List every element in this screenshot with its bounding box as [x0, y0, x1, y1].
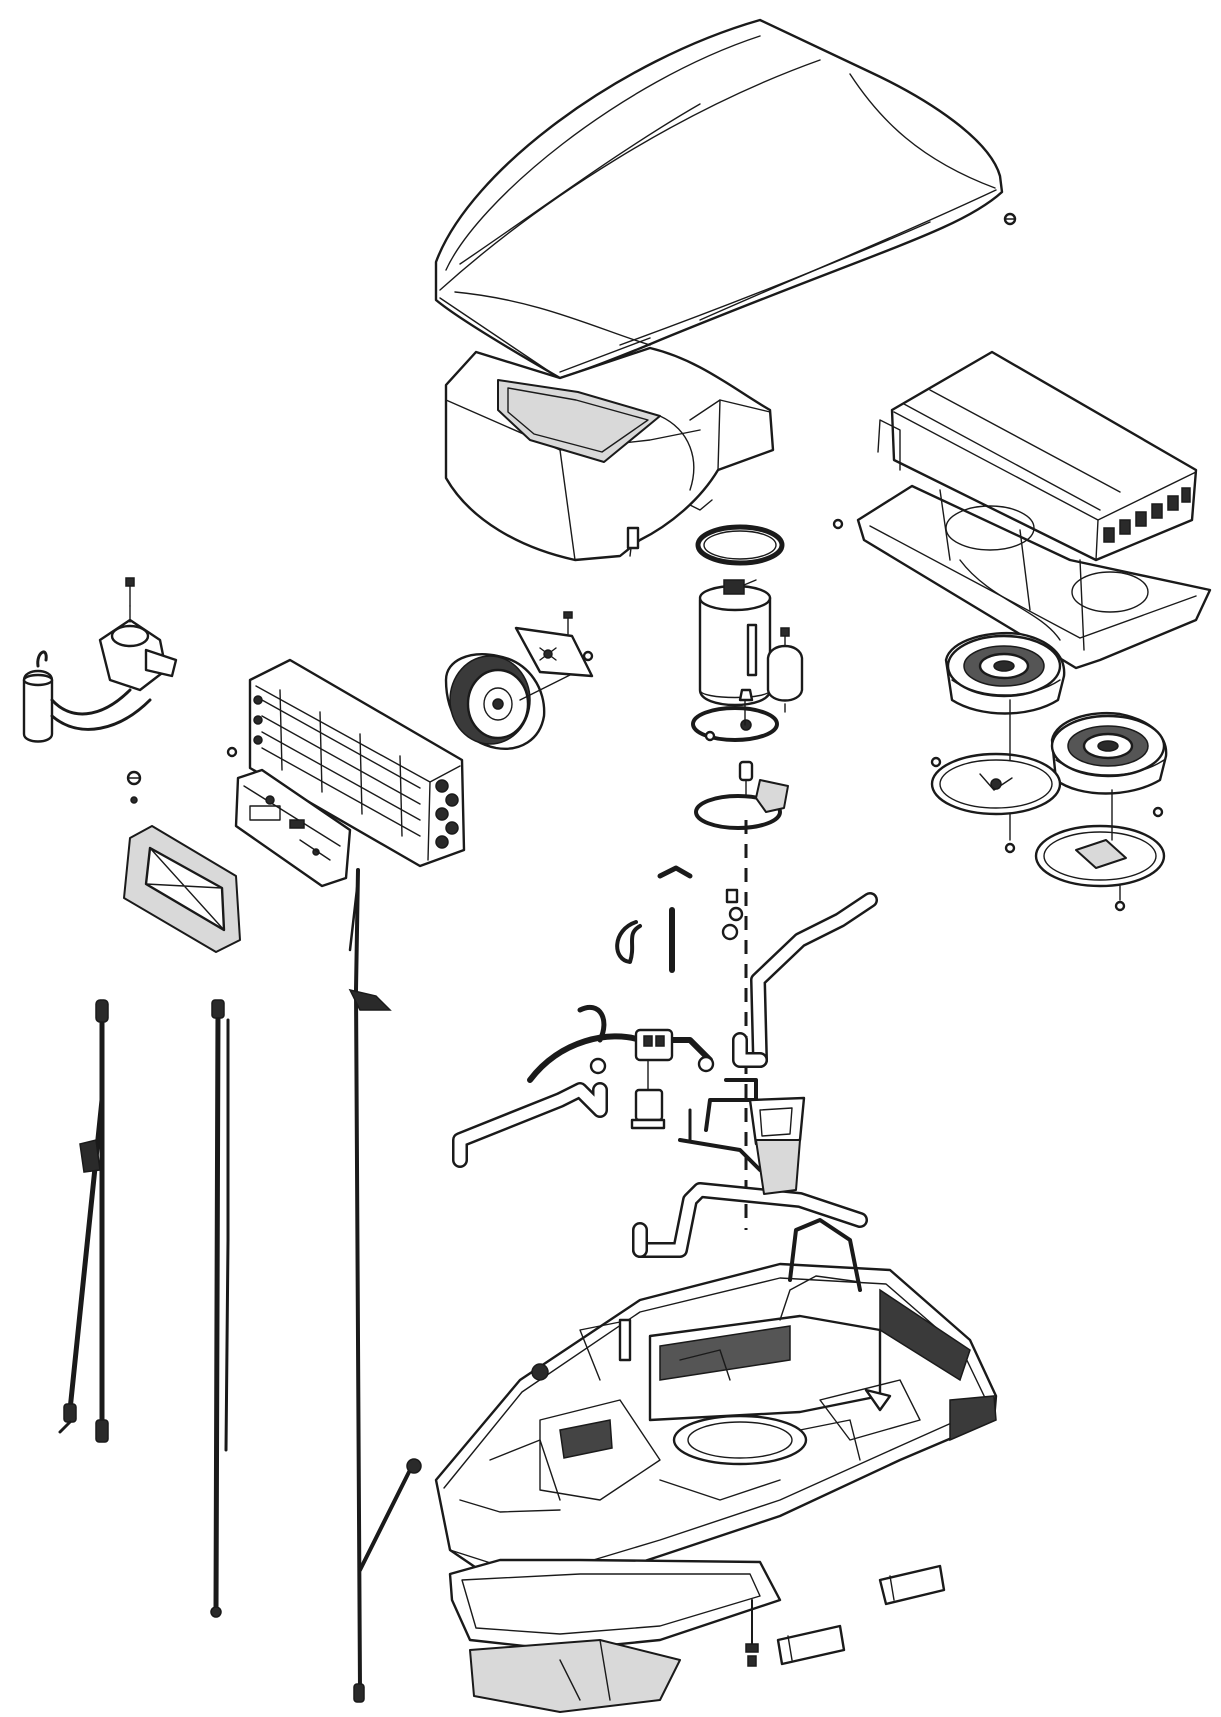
- condenser-fan-icon: [444, 653, 581, 750]
- foam-block-lower-block-icon: [776, 1624, 846, 1666]
- lower-o-ring-icon: [694, 760, 789, 830]
- sensor-cable-icon: [210, 999, 230, 1618]
- control-panel-housing-panel-icon: [444, 346, 775, 562]
- compressor-icon: [698, 579, 772, 707]
- base-pan-base-icon: [434, 1218, 998, 1586]
- blower-wheel-lower-fan-icon: [1050, 712, 1168, 795]
- power-cable-icon: [58, 999, 109, 1443]
- blower-housing-upper-fan-housing-icon: [930, 699, 1062, 854]
- circuit-board-pcb-icon: [234, 768, 352, 888]
- ceiling-gasket-icon: [448, 1558, 782, 1713]
- mounting-ring-ring-icon: [691, 688, 779, 742]
- refrigerant-tubing-tube-icon: [452, 865, 878, 1258]
- fan-motor-bracket-icon: [514, 611, 594, 678]
- control-box-tray-icon: [832, 484, 1212, 670]
- accumulator-tank-icon: [766, 627, 804, 713]
- mounting-bolt-icon: [745, 1599, 759, 1667]
- mounting-frame-icon: [123, 770, 241, 953]
- blower-housing-lower-fan-housing-icon: [1034, 789, 1166, 912]
- electronics-control-box-circuit-box-icon: [877, 350, 1198, 562]
- foam-block-upper-block-icon: [878, 1564, 946, 1606]
- compressor-gasket-ring-icon: [695, 524, 785, 566]
- capacitor-relay-assembly-capacitor-icon: [22, 577, 178, 743]
- coil-return-bends-icon: [253, 695, 459, 849]
- coil-fins-icon: [261, 689, 421, 837]
- blower-wheel-upper-fan-icon: [944, 632, 1066, 715]
- cover-screw-icon: [1003, 212, 1017, 226]
- thermostat-probe-icon: [348, 868, 422, 1703]
- condenser-coil-icon: [226, 658, 466, 868]
- top-cover-shroud-icon: [434, 18, 1004, 380]
- expansion-valve-icon: [527, 888, 744, 1130]
- connector-row-icon: [1103, 487, 1191, 543]
- tube-bracket-icon: [678, 1078, 806, 1195]
